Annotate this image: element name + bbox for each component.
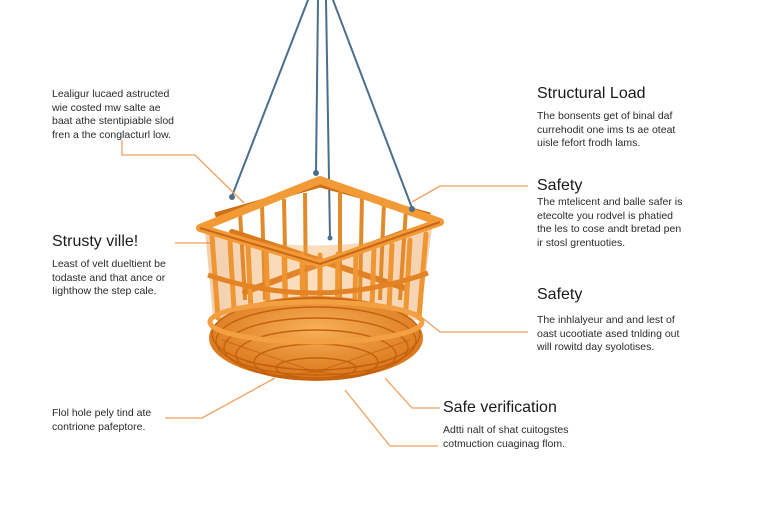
annotation-line: ir stosl grentuoties. <box>537 236 626 249</box>
annotation-top-left: Lealigur lucaed astructed wie costed mw … <box>52 88 174 142</box>
leader-bottom-left <box>165 377 276 419</box>
annotation-right-4: Adtti nalt of shat cuitogstes cotmuction… <box>443 424 569 451</box>
annotation-right-1: The bonsents get of binal daf currehodit… <box>537 110 675 151</box>
annotation-right-3-title: Safety <box>537 286 583 303</box>
annotation-line: currehodit one ims ts ae oteat <box>537 123 676 136</box>
annotation-line: The bonsents get of binal daf <box>537 110 673 122</box>
annotation-line: baat athe stentipiable slod <box>52 115 175 127</box>
annotation-right-4-title: Safe verification <box>443 399 557 416</box>
rope-knots <box>229 170 415 241</box>
leader-right-4b <box>344 389 438 447</box>
annotation-line: The inhlalyeur and and lest of <box>537 314 675 326</box>
hanging-ropes <box>231 0 413 239</box>
rope-right <box>332 0 413 209</box>
annotation-line: etecolte you rodvel is phatied <box>537 209 674 222</box>
leader-top-left <box>121 140 245 204</box>
basket-mid-band <box>207 270 429 296</box>
rope-center-left <box>315 0 319 173</box>
annotation-line: Adtti nalt of shat cuitogstes <box>443 424 569 436</box>
annotation-line: Least of velt dueltient be <box>52 258 166 270</box>
annotation-line: the les to cose andt bretad pen <box>537 223 682 235</box>
leader-right-1 <box>411 185 528 203</box>
annotation-line: The mtelicent and balle safer is <box>537 196 683 208</box>
annotation-right-2-title: Safety <box>537 177 583 194</box>
annotation-line: todaste and that ance or <box>52 271 166 284</box>
basket-base-rim <box>207 299 425 345</box>
leader-right-3 <box>414 311 528 333</box>
leader-right-4a <box>384 377 440 409</box>
annotation-line: wie costed mw salte ae <box>52 101 161 114</box>
annotation-bottom-left: Flol hole pely tind ate contrione pafept… <box>52 407 151 434</box>
annotation-line: fren a the conglacturl low. <box>52 128 172 141</box>
annotation-line: cotmuction cuaginag flom. <box>443 437 565 450</box>
annotation-mid-left: Least of velt dueltient be todaste and t… <box>52 258 166 299</box>
annotation-line: Iighthow the step cale. <box>52 285 157 297</box>
basket-base <box>209 296 423 380</box>
annotation-line: Flol hole pely tind ate <box>52 407 152 419</box>
annotation-line: oast ucootiate ased tnlding out <box>537 327 680 340</box>
annotation-mid-left-title: Strusty ville! <box>52 233 139 250</box>
annotation-line: will rowitd day syolotises. <box>537 341 655 353</box>
annotation-line: uisle fefort frodh lams. <box>537 137 641 149</box>
basket <box>196 170 444 381</box>
annotation-right-3: The inhlalyeur and and lest of oast ucoo… <box>537 314 679 355</box>
basket-top-rim-shade <box>199 221 441 266</box>
basket-base-spokes <box>221 339 411 380</box>
rope-center-right <box>325 0 331 239</box>
rope-left <box>231 0 309 197</box>
annotation-line: Lealigur lucaed astructed <box>52 88 170 100</box>
annotation-right-2: The mtelicent and balle safer is etecolt… <box>537 196 682 250</box>
annotation-line: contrione pafeptore. <box>52 420 146 433</box>
leader-lines <box>121 140 528 447</box>
annotation-right-1-title: Structural Load <box>537 85 646 102</box>
